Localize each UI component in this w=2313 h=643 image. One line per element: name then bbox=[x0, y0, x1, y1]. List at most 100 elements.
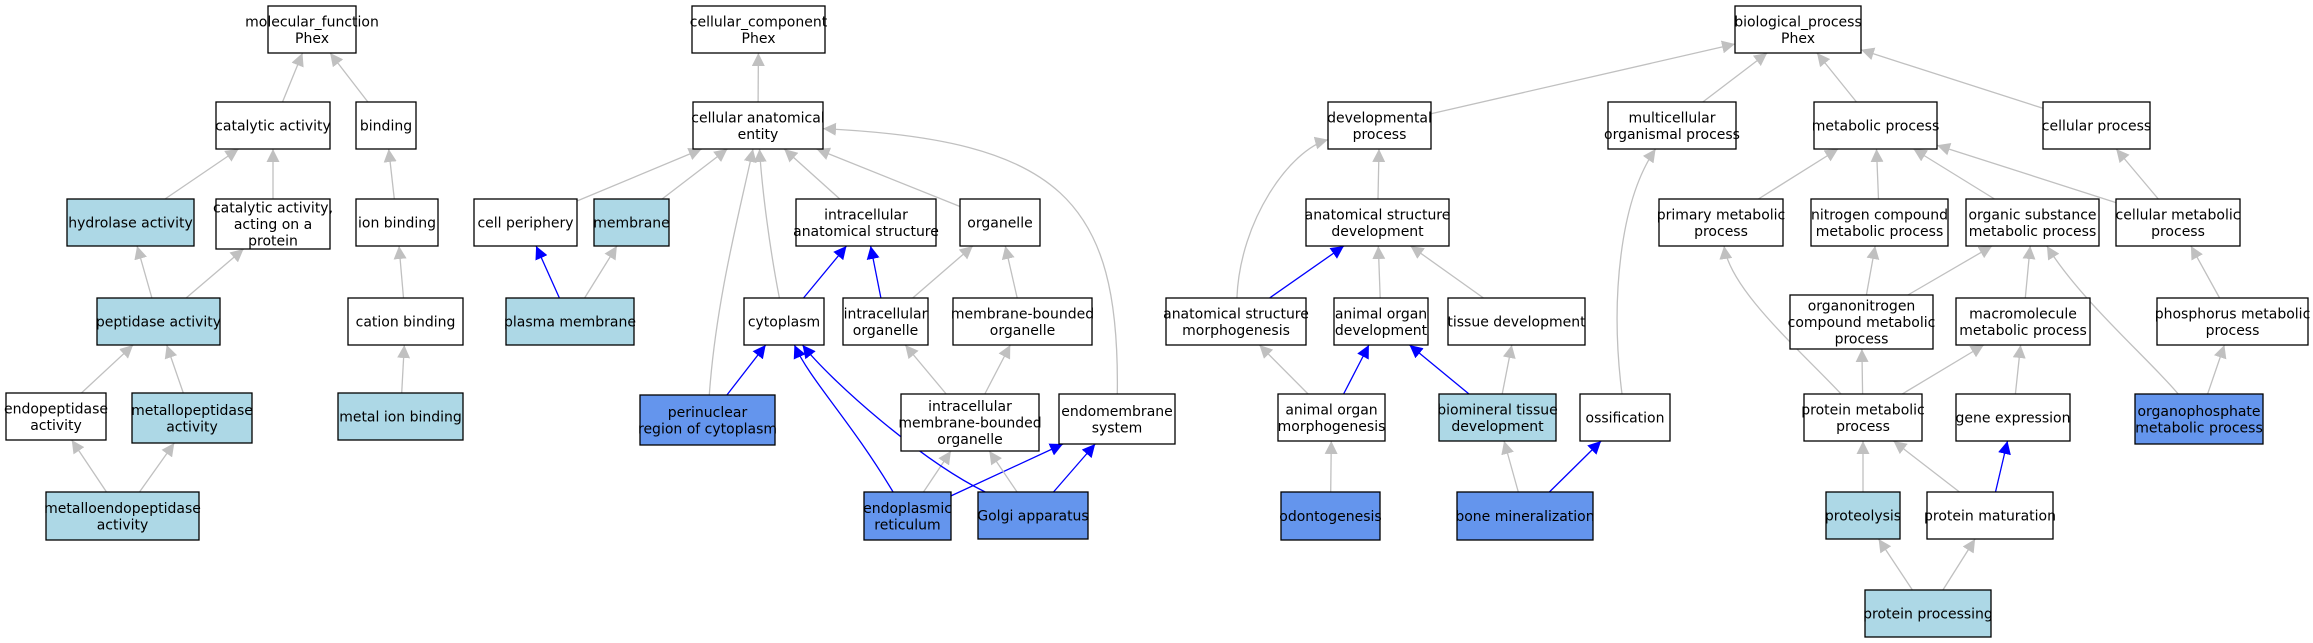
edge-pmat-to-gex bbox=[1994, 440, 2011, 493]
node-box bbox=[347, 297, 464, 346]
node-label-line: metabolic process bbox=[1812, 119, 1940, 135]
node-label-line: compound metabolic bbox=[1788, 315, 1936, 331]
node-label-line: development bbox=[1451, 419, 1544, 435]
node-box bbox=[131, 392, 253, 444]
node-box bbox=[692, 101, 824, 150]
edge-devp-to-bp bbox=[1430, 40, 1736, 115]
node-box bbox=[977, 491, 1089, 540]
edge-er-to-cyto bbox=[793, 344, 894, 493]
edge-pep-to-hyd bbox=[134, 245, 153, 299]
node-label-line: tissue development bbox=[1447, 315, 1586, 331]
node-box bbox=[45, 491, 200, 541]
node-box bbox=[1280, 491, 1381, 541]
node-label-line: metabolic process bbox=[1816, 224, 1944, 240]
node-box bbox=[863, 491, 952, 541]
node-box bbox=[842, 297, 929, 346]
node-label-line: organonitrogen bbox=[1808, 299, 1916, 315]
node-label-line: biological_process bbox=[1734, 14, 1862, 30]
edge-mep-to-metp bbox=[138, 442, 175, 493]
node-label-line: metabolic process bbox=[2135, 420, 2263, 436]
node-box bbox=[1579, 393, 1671, 442]
node-label-line: binding bbox=[360, 119, 412, 135]
edge-btd-to-aod bbox=[1409, 344, 1470, 395]
node-box bbox=[2156, 297, 2309, 346]
node-label-line: cellular anatomical bbox=[691, 110, 824, 126]
node-label-line: activity bbox=[30, 418, 82, 434]
edge-aod-to-asd bbox=[1372, 245, 1386, 299]
edge-pm-to-mem bbox=[584, 245, 618, 299]
node-label-line: catalytic activity, bbox=[213, 201, 333, 217]
node-label-line: organelle bbox=[990, 323, 1055, 339]
node-box bbox=[1456, 491, 1594, 541]
node-box bbox=[215, 101, 331, 150]
node-oss: ossification bbox=[1579, 393, 1671, 442]
edge-cmp-to-cellp bbox=[2115, 148, 2159, 200]
node-box bbox=[337, 392, 464, 441]
node-prot: proteolysis bbox=[1825, 491, 1901, 540]
node-box bbox=[66, 198, 195, 247]
node-label-line: ossification bbox=[1586, 411, 1665, 427]
edge-ionb-to-bind bbox=[383, 148, 397, 200]
edge-osmp-to-metab bbox=[1913, 148, 1995, 200]
node-cat: catalytic activity bbox=[215, 101, 331, 150]
node-label-line: membrane-bounded bbox=[898, 416, 1041, 432]
node-td: tissue development bbox=[1447, 297, 1586, 346]
node-box bbox=[743, 297, 825, 346]
edge-opmp-to-osmp bbox=[2046, 245, 2179, 395]
edge-mcop-to-bp bbox=[1702, 52, 1768, 103]
edge-mbo-to-org bbox=[1001, 245, 1018, 299]
node-box bbox=[2042, 101, 2151, 150]
node-box bbox=[1955, 297, 2091, 346]
edge-oss-to-mcop bbox=[1616, 148, 1657, 395]
edge-cmp-to-metab bbox=[1936, 142, 2117, 204]
edge-metab-to-bp bbox=[1816, 52, 1858, 103]
node-box bbox=[952, 297, 1093, 346]
node-label-line: proteolysis bbox=[1825, 509, 1901, 525]
edge-asm-to-asd bbox=[1269, 245, 1345, 299]
node-label-line: acting on a bbox=[234, 217, 312, 233]
node-label-line: process bbox=[2206, 323, 2260, 339]
node-box bbox=[2115, 198, 2241, 247]
node-label-line: organic substance bbox=[1968, 207, 2096, 223]
node-box bbox=[1955, 393, 2071, 442]
edge-aom-to-aod bbox=[1343, 344, 1370, 395]
node-label-line: Phex bbox=[1781, 31, 1815, 47]
node-box bbox=[2134, 393, 2264, 445]
node-cellp: cellular process bbox=[2042, 101, 2151, 150]
edge-imbo-to-io bbox=[904, 344, 947, 395]
node-label-line: catalytic activity bbox=[215, 119, 331, 135]
node-box bbox=[473, 198, 578, 247]
edge-bmin-to-oss bbox=[1548, 440, 1602, 493]
node-pm: plasma membrane bbox=[504, 297, 636, 346]
node-label-line: anatomical structure bbox=[1163, 306, 1309, 322]
edge-cyto-to-ias bbox=[802, 245, 848, 299]
node-ionb: ion binding bbox=[355, 198, 439, 247]
edge-imbo-to-mbo bbox=[984, 344, 1011, 395]
node-label-line: process bbox=[1835, 332, 1889, 348]
edge-cyto-to-cae bbox=[753, 148, 781, 299]
node-hyd: hydrolase activity bbox=[66, 198, 195, 247]
node-label-line: bone mineralization bbox=[1455, 509, 1594, 525]
node-box bbox=[5, 392, 107, 441]
edge-pmp-to-metab bbox=[1758, 148, 1839, 200]
node-label-line: metal ion binding bbox=[339, 410, 462, 426]
node-box bbox=[1607, 101, 1737, 150]
node-label-line: morphogenesis bbox=[1278, 419, 1386, 435]
node-label-line: intracellular bbox=[928, 399, 1012, 415]
node-bind: binding bbox=[355, 101, 417, 150]
node-box bbox=[1810, 198, 1949, 247]
edge-prmp-to-oncmp bbox=[1855, 348, 1869, 395]
node-label-line: metalloendopeptidase bbox=[44, 501, 201, 517]
node-catb: cation binding bbox=[347, 297, 464, 346]
node-label-line: anatomical structure bbox=[793, 224, 939, 240]
node-label-line: multicellular bbox=[1629, 110, 1716, 126]
edge-phmp-to-cmp bbox=[2190, 245, 2221, 299]
node-label-line: perinuclear bbox=[668, 405, 748, 421]
